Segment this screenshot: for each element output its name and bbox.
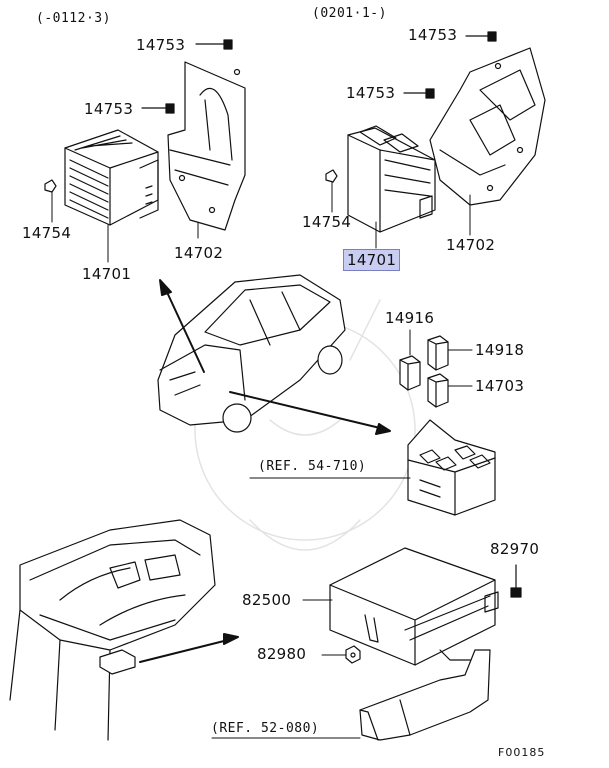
ref-54-710: (REF. 54-710) [258, 459, 367, 474]
screws-right [325, 31, 497, 183]
figure-id: F00185 [498, 746, 546, 759]
part-14703[interactable]: 14703 [475, 377, 525, 395]
leaders-lower [211, 599, 361, 739]
arrows-car [159, 279, 391, 435]
nut-82980 [345, 645, 361, 664]
relay-box [407, 419, 496, 516]
part-14702-left[interactable]: 14702 [174, 244, 224, 262]
part-14702-right[interactable]: 14702 [446, 236, 496, 254]
screw-82970 [510, 564, 522, 598]
arrow-dash [139, 633, 239, 663]
leaders-relays [409, 329, 473, 387]
part-14753-left-top[interactable]: 14753 [136, 36, 186, 54]
screws-left [44, 39, 233, 193]
part-82980[interactable]: 82980 [257, 645, 307, 663]
bracket-old [167, 61, 246, 231]
part-14753-right-mid[interactable]: 14753 [346, 84, 396, 102]
bracket-82500 [359, 649, 491, 741]
ecu-82500 [329, 547, 499, 666]
part-82500[interactable]: 82500 [242, 591, 292, 609]
ref-52-080: (REF. 52-080) [211, 721, 320, 736]
part-14918[interactable]: 14918 [475, 341, 525, 359]
leaders-right-upper [331, 181, 471, 249]
leaders-left-upper [51, 191, 199, 263]
relays [399, 335, 449, 408]
vehicle-outline [157, 274, 346, 433]
ecu-new-module [347, 125, 436, 233]
part-14701-right-highlighted[interactable]: 14701 [343, 249, 401, 271]
part-82970[interactable]: 82970 [490, 540, 540, 558]
part-14754-left[interactable]: 14754 [22, 224, 72, 242]
part-14916[interactable]: 14916 [385, 309, 435, 327]
ecu-old-module [64, 129, 159, 226]
dashboard-outline [9, 519, 216, 741]
range-label-left: (-0112·3) [36, 11, 111, 26]
bracket-new [429, 47, 546, 206]
part-14753-left-mid[interactable]: 14753 [84, 100, 134, 118]
range-label-right: (0201·1-) [312, 6, 387, 21]
part-14754-right[interactable]: 14754 [302, 213, 352, 231]
part-14701-left[interactable]: 14701 [82, 265, 132, 283]
part-14753-right-top[interactable]: 14753 [408, 26, 458, 44]
